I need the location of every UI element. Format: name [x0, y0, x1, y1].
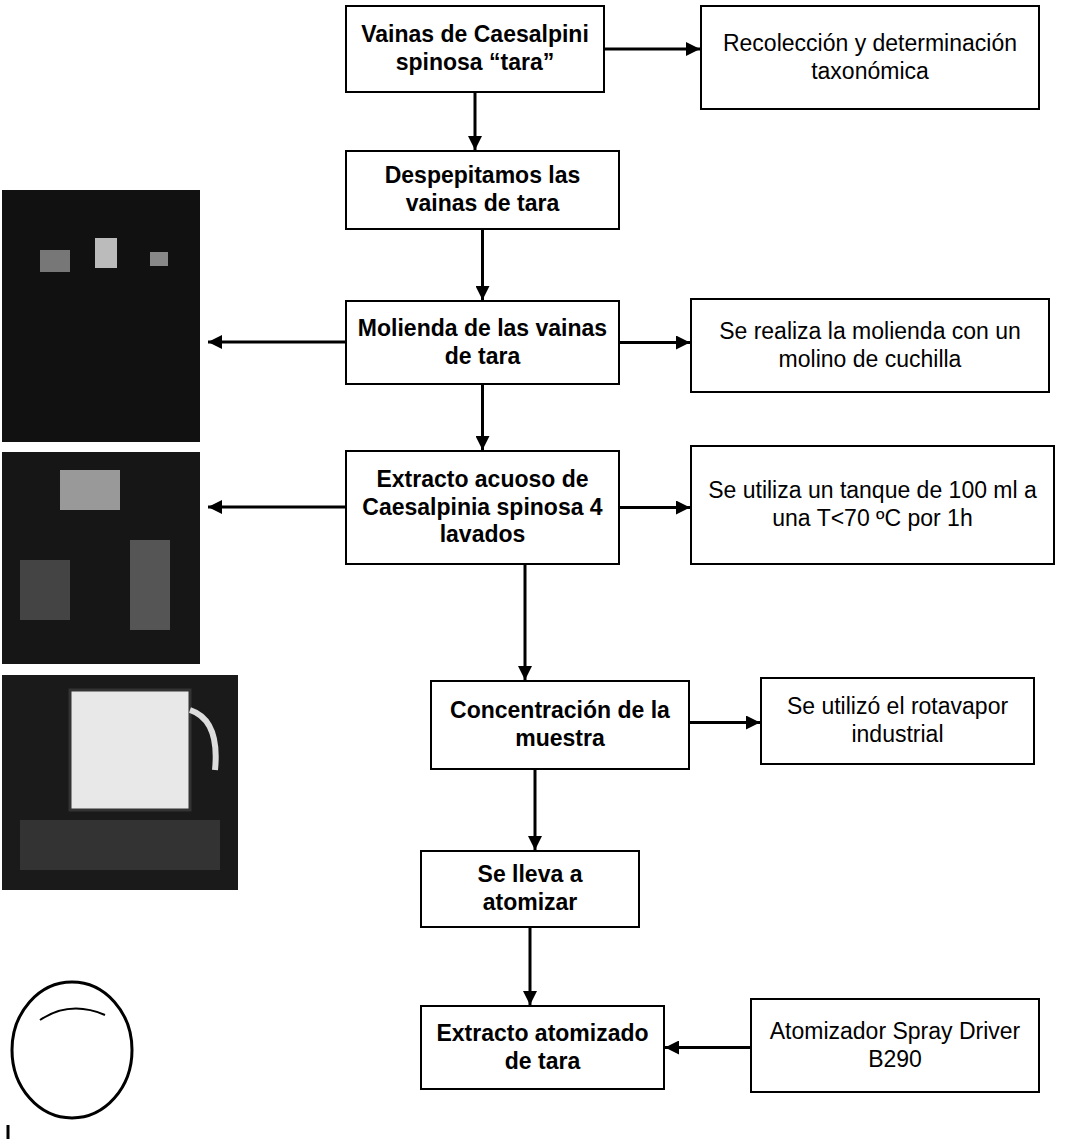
flow-arrow: [529, 928, 532, 1005]
photo-rotavapor: [2, 675, 238, 890]
box-text: Se utilizó el rotavapor industrial: [772, 693, 1023, 748]
photo-extraction-tank: [2, 452, 200, 664]
flow-arrow: [620, 341, 690, 344]
photo-arrow: [208, 506, 345, 509]
box-text: Molienda de las vainas de tara: [357, 315, 608, 370]
box-text: Despepitamos las vainas de tara: [357, 162, 608, 217]
process-box: Molienda de las vainas de tara: [345, 300, 620, 385]
process-box: Se lleva a atomizar: [420, 850, 640, 928]
box-text: Se realiza la molienda con un molino de …: [702, 318, 1038, 373]
box-text: Concentración de la muestra: [442, 697, 678, 752]
flow-arrow: [534, 770, 537, 850]
box-text: Se lleva a atomizar: [432, 861, 628, 916]
process-box: Se realiza la molienda con un molino de …: [690, 298, 1050, 393]
process-box: Se utilizó el rotavapor industrial: [760, 677, 1035, 765]
box-text: Atomizador Spray Driver B290: [762, 1018, 1028, 1073]
photo-grinding: [2, 190, 200, 442]
flow-arrow: [605, 48, 700, 51]
box-text: Extracto atomizado de tara: [432, 1020, 653, 1075]
powder-dish: [8, 982, 132, 1139]
process-box: Recolección y determinación taxonómica: [700, 5, 1040, 110]
flow-arrow: [481, 230, 484, 300]
flow-arrow: [620, 506, 690, 509]
process-box: Extracto acuoso de Caesalpinia spinosa 4…: [345, 450, 620, 565]
process-box: Despepitamos las vainas de tara: [345, 150, 620, 230]
process-box: Atomizador Spray Driver B290: [750, 998, 1040, 1093]
photo-arrow: [208, 341, 345, 344]
box-text: Vainas de Caesalpini spinosa “tara”: [357, 21, 593, 76]
box-text: Recolección y determinación taxonómica: [712, 30, 1028, 85]
process-box: Se utiliza un tanque de 100 ml a una T<7…: [690, 445, 1055, 565]
flow-arrow: [524, 565, 527, 680]
flow-arrow: [665, 1046, 750, 1049]
flow-arrow: [690, 721, 760, 724]
flow-arrow: [481, 385, 484, 450]
flow-arrow: [474, 93, 477, 150]
process-box: Vainas de Caesalpini spinosa “tara”: [345, 5, 605, 93]
box-text: Se utiliza un tanque de 100 ml a una T<7…: [702, 477, 1043, 532]
process-box: Extracto atomizado de tara: [420, 1005, 665, 1090]
box-text: Extracto acuoso de Caesalpinia spinosa 4…: [357, 466, 608, 549]
process-box: Concentración de la muestra: [430, 680, 690, 770]
